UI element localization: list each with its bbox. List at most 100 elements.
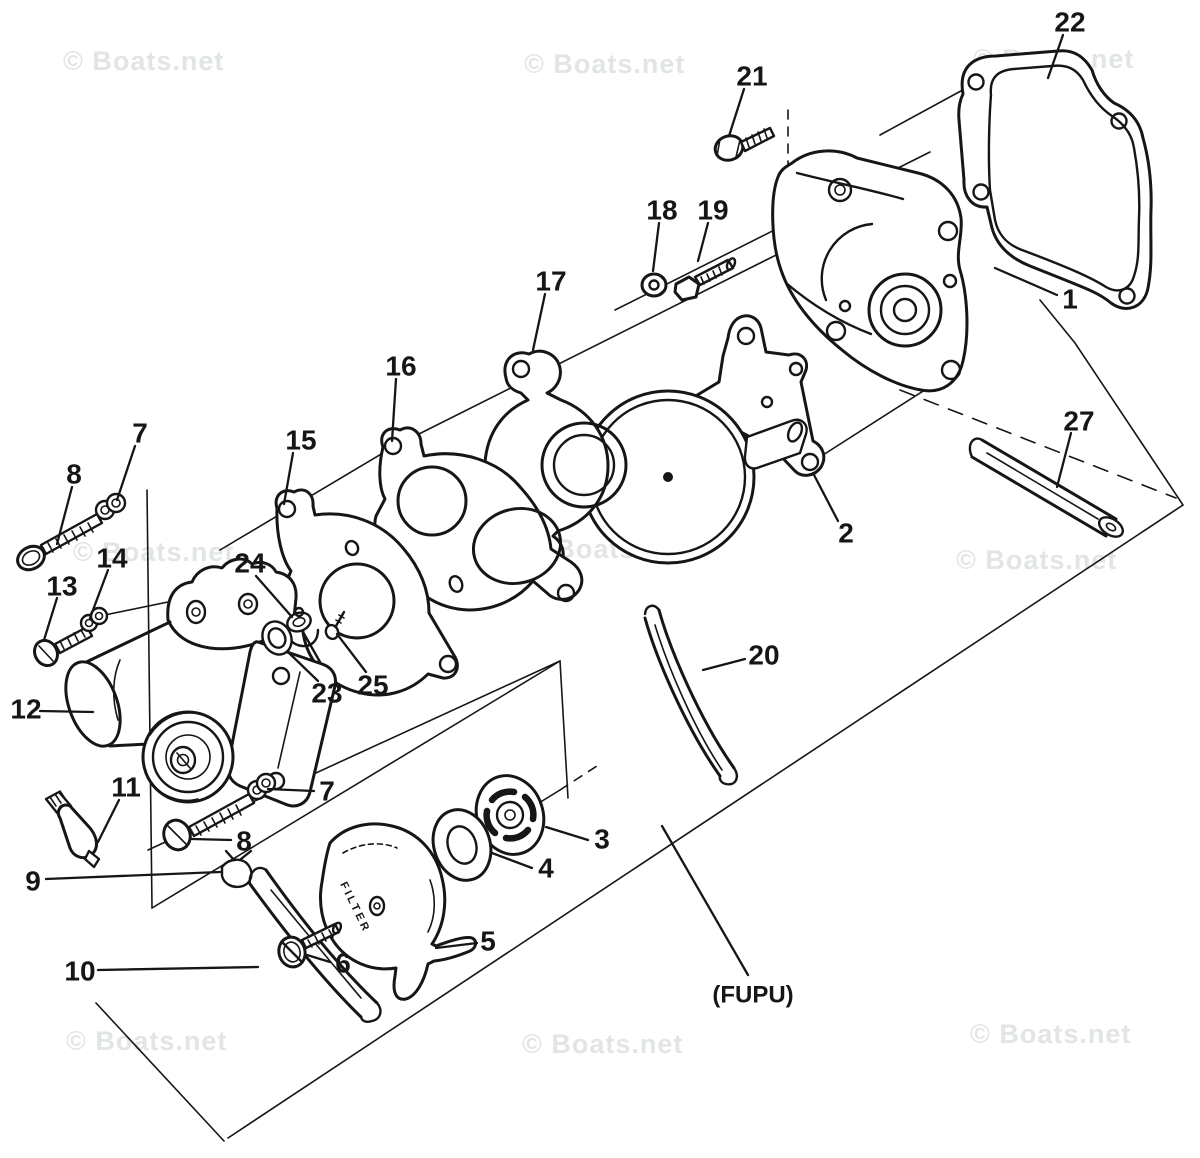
watermark-text: © Boats.net [73,537,234,567]
screw-6-head-inner [282,940,303,963]
gasket-16-opening [465,499,569,593]
callout-20: 20 [748,640,779,671]
callout-1: 1 [1062,284,1078,315]
callout-16: 16 [385,351,416,382]
screen-3-hub [497,802,523,828]
ring-4-inner [443,823,481,868]
screw-13-threads [60,630,85,649]
part-11-fitting [46,791,99,867]
pin-27-end [970,439,982,457]
plate-2-hole [762,397,772,407]
callout-7-leader [268,789,314,791]
housing-hub-hole [178,755,189,766]
washer-7 [257,774,275,792]
bolt-21-facets [717,139,740,157]
gasket-15-opening [320,564,394,638]
bolt-19-tip [725,257,736,271]
housing-hub-slot [177,753,190,768]
pump-hole [827,322,845,340]
callout-17: 17 [535,266,566,297]
plate-2-hole [790,363,802,375]
part-20-hose [645,606,737,784]
callout-24-leader [256,576,292,617]
housing-front-ring [153,722,223,792]
screen-3-cutout [506,830,528,838]
bolt-21-threads [746,129,767,147]
part-22-cover-gasket [959,51,1151,309]
watermark-text: © Boats.net [524,49,685,79]
pin-27-end-hole [1105,522,1117,532]
callout-23: 23 [311,678,342,709]
callout-8-leader [192,839,231,840]
fitting-11-body [58,805,96,858]
washer-14-hole [96,613,103,620]
gasket-22-hole [969,75,984,90]
hose-20-end [645,606,659,614]
callout-5-leader [436,943,477,948]
washer-7 [107,494,125,512]
washer-14-hole [86,620,93,627]
part-8b-bolt [160,794,254,854]
cup-5-outline [321,824,476,999]
callout-15: 15 [285,425,316,456]
bolt-8-slot [168,826,187,845]
callout-22-leader [1048,35,1063,78]
callout-13: 13 [46,571,77,602]
pump-hole [840,301,850,311]
watermark-text: © Boats.net [970,1019,1131,1049]
ring-4-outer [424,802,500,888]
hose-10-end [361,1003,380,1022]
callout-4: 4 [538,853,554,884]
part-7b-washers [248,774,275,799]
watermark-text: © Boats.net [63,46,224,76]
gasket-22-inner [989,66,1139,291]
part-7a-washers [96,494,125,519]
housing-barrel-shade [114,660,120,720]
nut-18-body [642,274,666,296]
callout-2-leader [813,473,838,521]
callout-8-leader [57,487,72,544]
washer-7-hole [112,499,120,507]
screw-6-slot [283,943,301,961]
pump-body-edge [797,173,903,199]
callout-25-leader [337,634,366,672]
construction-line-lower-box [152,661,560,908]
part-19-bolt [675,257,737,300]
clamp-9-tails [226,851,251,860]
hose-20-end [720,768,737,784]
callout-19-leader [698,223,708,261]
part-23-seal-ring [257,617,297,660]
plate-17-cup [542,423,626,507]
housing-flange-hole [273,668,289,684]
callout-10-leader [98,967,258,970]
gasket-22-hole [974,185,989,200]
gasket-16-hole [558,585,574,601]
screw-25-threads [336,615,344,623]
bolt-8-threads [196,805,241,835]
hose-20-edge [645,618,720,776]
housing-flange-edge [278,672,300,768]
callout-14: 14 [96,543,128,574]
callout-9: 9 [25,866,41,897]
callout-21-leader [729,89,744,136]
pump-hole [944,275,956,287]
callout-4-leader [492,853,532,868]
watermark-text: © Boats.net [66,1026,227,1056]
callout-7: 7 [132,418,148,449]
callout-11-leader [98,800,119,842]
watermark-text: © Boats.net [956,545,1117,575]
cup-5-shade [428,880,434,932]
pump-cover-ring [881,286,929,334]
callout-7: 7 [319,776,335,807]
hose-10-end [250,868,266,884]
cup-5-top-arc [343,844,397,853]
callout-24: 24 [234,548,266,579]
boundary-plane-line [228,300,1183,1138]
gasket-15-hole [279,501,295,517]
callout-16-leader [392,379,396,441]
assembly-code-label: (FUPU) [712,982,793,1009]
housing-lug-hole-inner [192,608,200,616]
